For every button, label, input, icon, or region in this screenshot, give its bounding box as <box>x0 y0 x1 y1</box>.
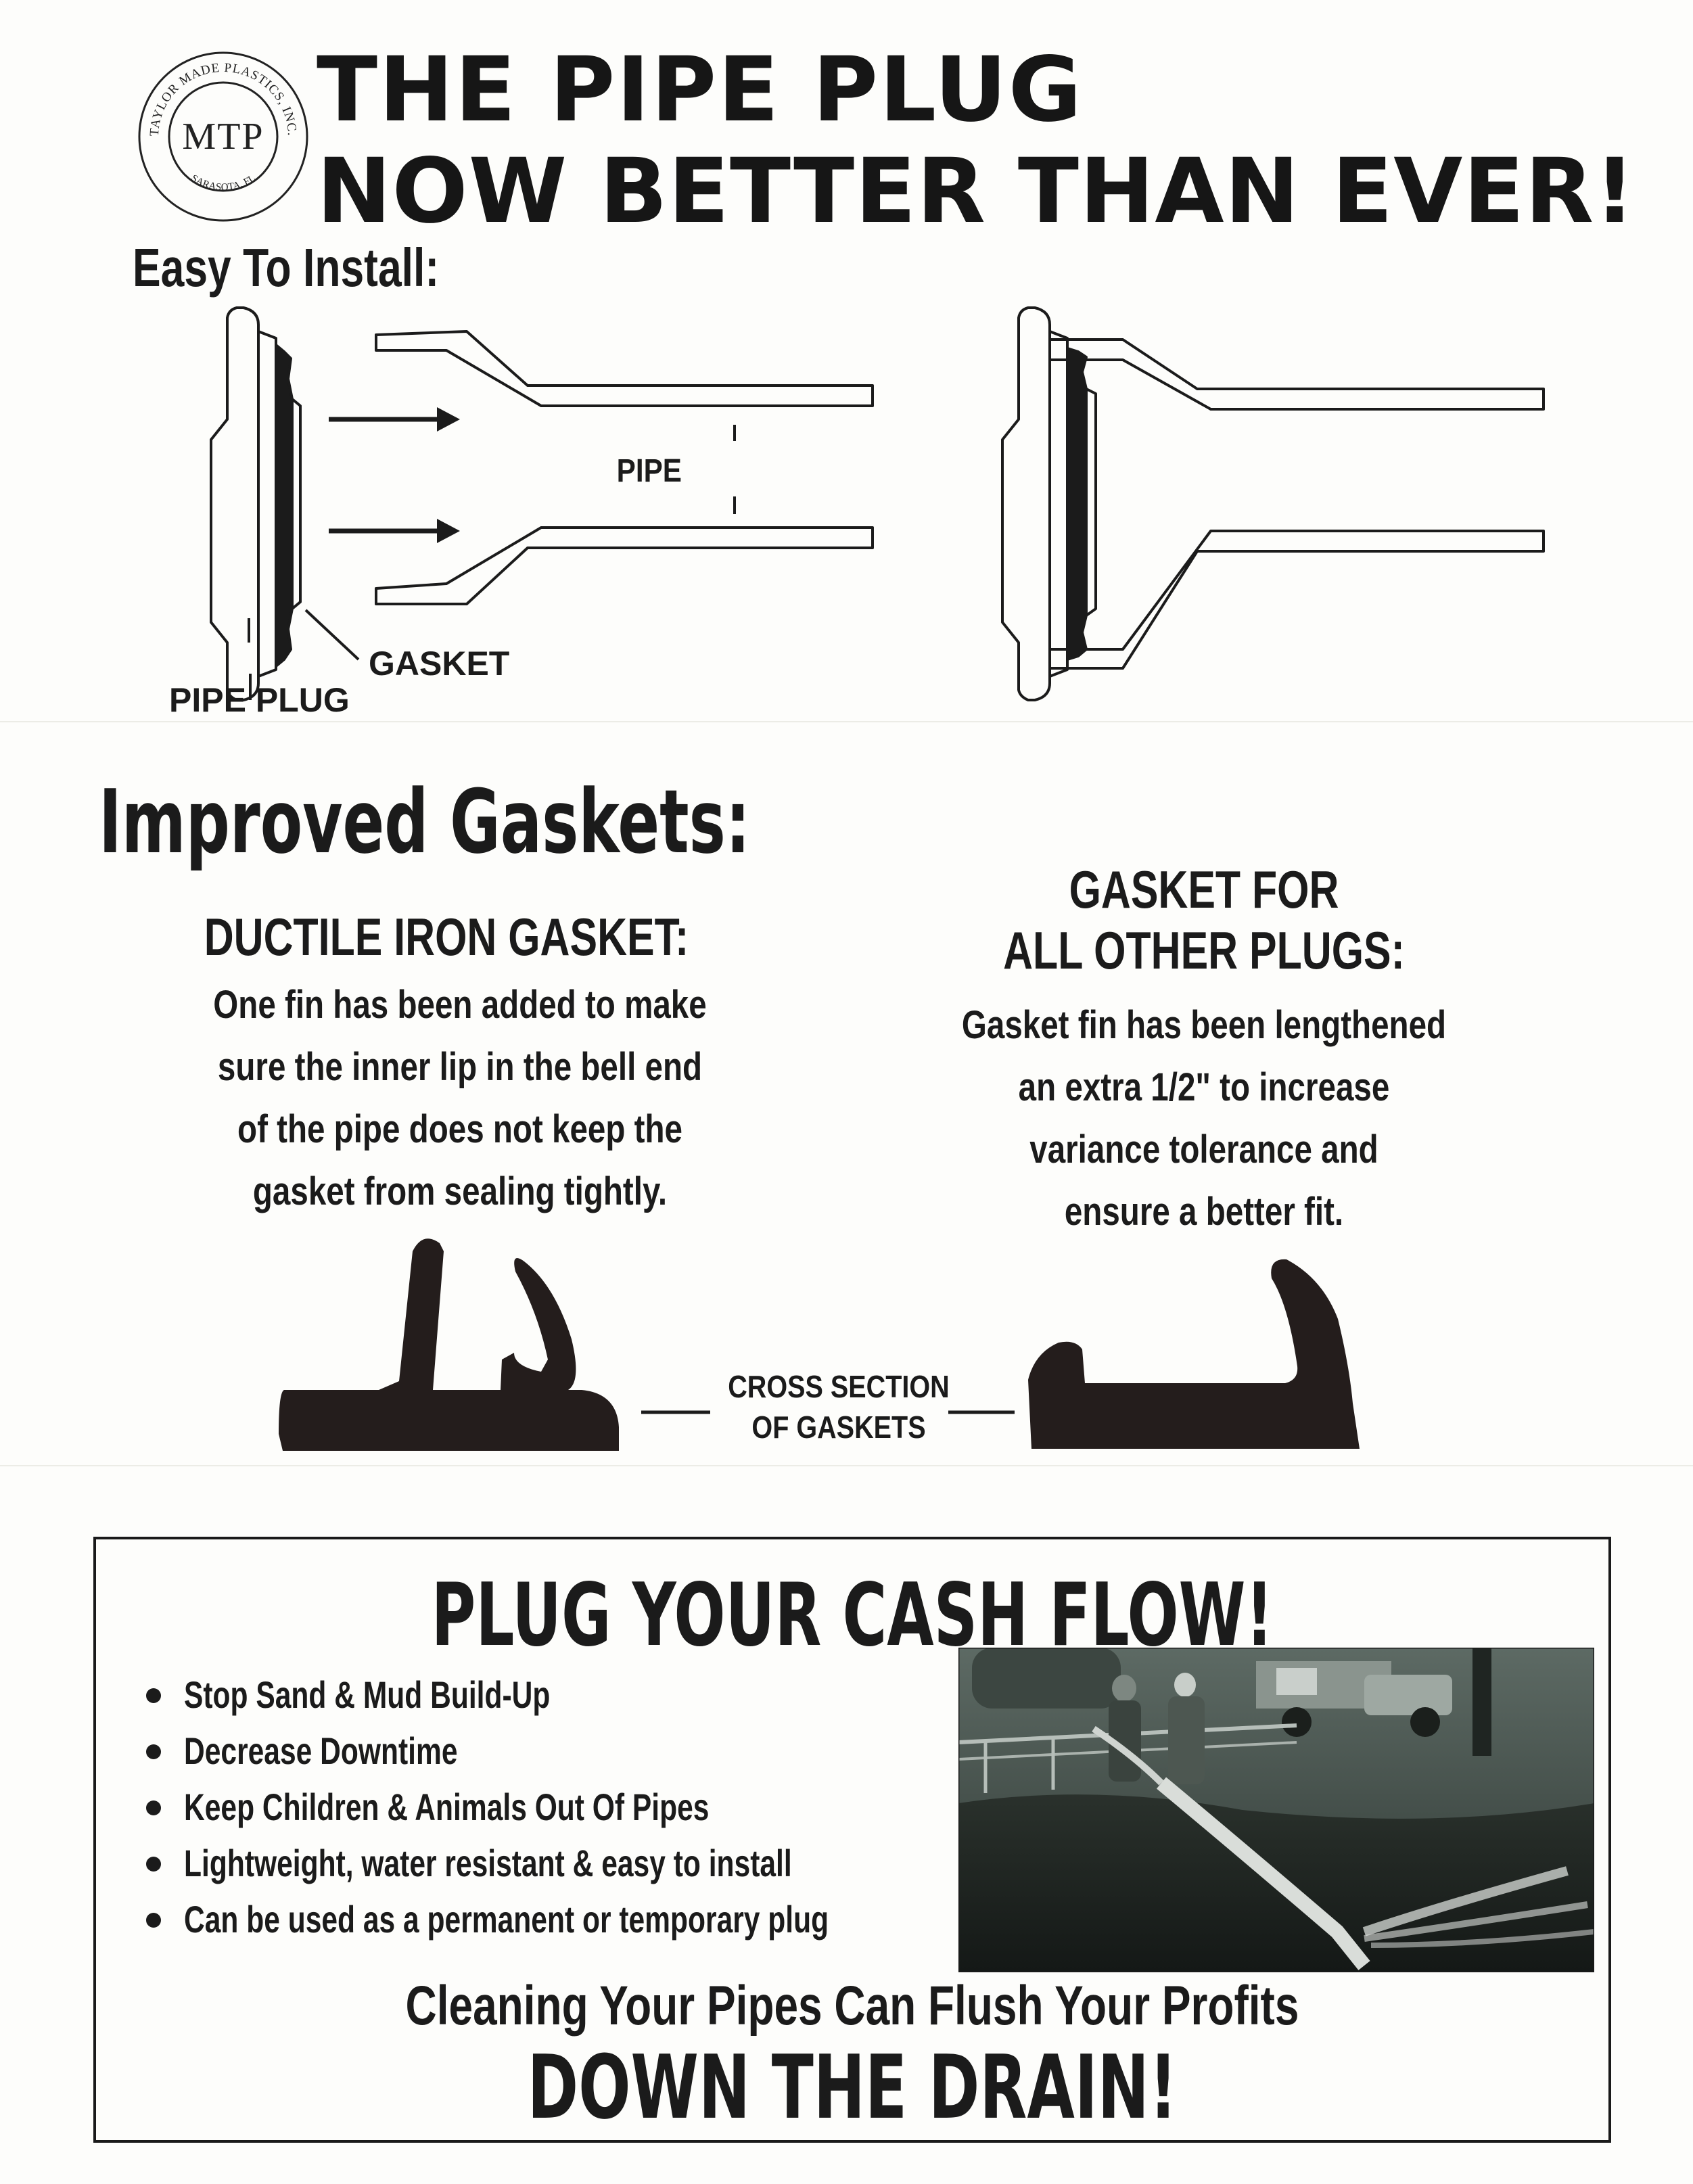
benefit-text: Lightweight, water resistant & easy to i… <box>184 1842 792 1884</box>
fold-line <box>0 721 1693 722</box>
pipe-cleaning-photo <box>958 1648 1594 1972</box>
benefit-text: Keep Children & Animals Out Of Pipes <box>184 1786 710 1828</box>
bullet-icon <box>146 1800 161 1815</box>
other-line: an extra 1/2" to increase <box>1018 1065 1390 1109</box>
bullet-icon <box>146 1744 161 1759</box>
cross-section-label: CROSS SECTION OF GASKETS <box>699 1366 979 1447</box>
promo-box: PLUG YOUR CASH FLOW! Stop Sand & Mud Bui… <box>93 1537 1611 2143</box>
svg-text:SARASOTA, FL: SARASOTA, FL <box>189 173 257 193</box>
ductile-gasket-profile <box>279 1238 619 1451</box>
other-line: ensure a better fit. <box>1064 1190 1344 1234</box>
other-plugs-gasket-description: Gasket fin has been lengthened an extra … <box>904 994 1504 1243</box>
benefit-text: Decrease Downtime <box>184 1729 458 1772</box>
list-item: Stop Sand & Mud Build-Up <box>122 1667 1015 1723</box>
easy-install-heading: Easy To Install: <box>133 237 440 298</box>
ductile-line: sure the inner lip in the bell end <box>217 1045 703 1089</box>
ductile-line: One fin has been added to make <box>213 983 707 1027</box>
logo-initials: MTP <box>182 116 264 158</box>
bullet-icon <box>146 1688 161 1703</box>
install-diagram: PIPE GASKET PIPE PLUG <box>169 306 1545 719</box>
ductile-line: of the pipe does not keep the <box>237 1107 682 1151</box>
other-title-line-1: GASKET FOR <box>1069 860 1339 919</box>
cross-section-line-1: CROSS SECTION <box>728 1369 950 1404</box>
benefit-text: Can be used as a permanent or temporary … <box>184 1898 829 1941</box>
list-item: Decrease Downtime <box>122 1723 1015 1779</box>
pipe-plug-label: PIPE PLUG <box>169 681 350 719</box>
gasket-cross-sections <box>279 1238 1360 1451</box>
list-item: Keep Children & Animals Out Of Pipes <box>122 1779 1015 1835</box>
gasket-label: GASKET <box>369 645 509 682</box>
other-plugs-gasket-title: GASKET FOR ALL OTHER PLUGS: <box>940 859 1468 981</box>
fold-line <box>0 1465 1693 1466</box>
ductile-gasket-description: One fin has been added to make sure the … <box>149 974 770 1223</box>
cross-section-line-2: OF GASKETS <box>751 1410 926 1445</box>
ductile-gasket-title: DUCTILE IRON GASKET: <box>204 907 689 967</box>
logo-location-text: SARASOTA, FL <box>189 173 257 193</box>
other-gasket-profile <box>1028 1259 1360 1449</box>
ductile-line: gasket from sealing tightly. <box>252 1169 668 1213</box>
benefits-list: Stop Sand & Mud Build-Up Decrease Downti… <box>122 1667 1015 1947</box>
page-title-line-2: NOW BETTER THAN EVER! <box>317 139 1636 243</box>
bullet-icon <box>146 1857 161 1872</box>
other-title-line-2: ALL OTHER PLUGS: <box>1003 921 1405 980</box>
improved-gaskets-heading: Improved Gaskets: <box>99 770 751 873</box>
other-line: Gasket fin has been lengthened <box>961 1003 1447 1047</box>
pipe-label: PIPE <box>617 452 682 488</box>
list-item: Lightweight, water resistant & easy to i… <box>122 1835 1015 1891</box>
page-title-line-1: THE PIPE PLUG <box>317 38 1084 142</box>
bullet-icon <box>146 1913 161 1928</box>
list-item: Can be used as a permanent or temporary … <box>122 1891 1015 1947</box>
company-logo: TAYLOR MADE PLASTICS, INC. SARASOTA, FL … <box>135 49 311 225</box>
tagline-line-2: DOWN THE DRAIN! <box>527 2036 1178 2139</box>
other-line: variance tolerance and <box>1029 1128 1378 1171</box>
benefit-text: Stop Sand & Mud Build-Up <box>184 1673 551 1716</box>
tagline-line-1: Cleaning Your Pipes Can Flush Your Profi… <box>405 1975 1299 2037</box>
